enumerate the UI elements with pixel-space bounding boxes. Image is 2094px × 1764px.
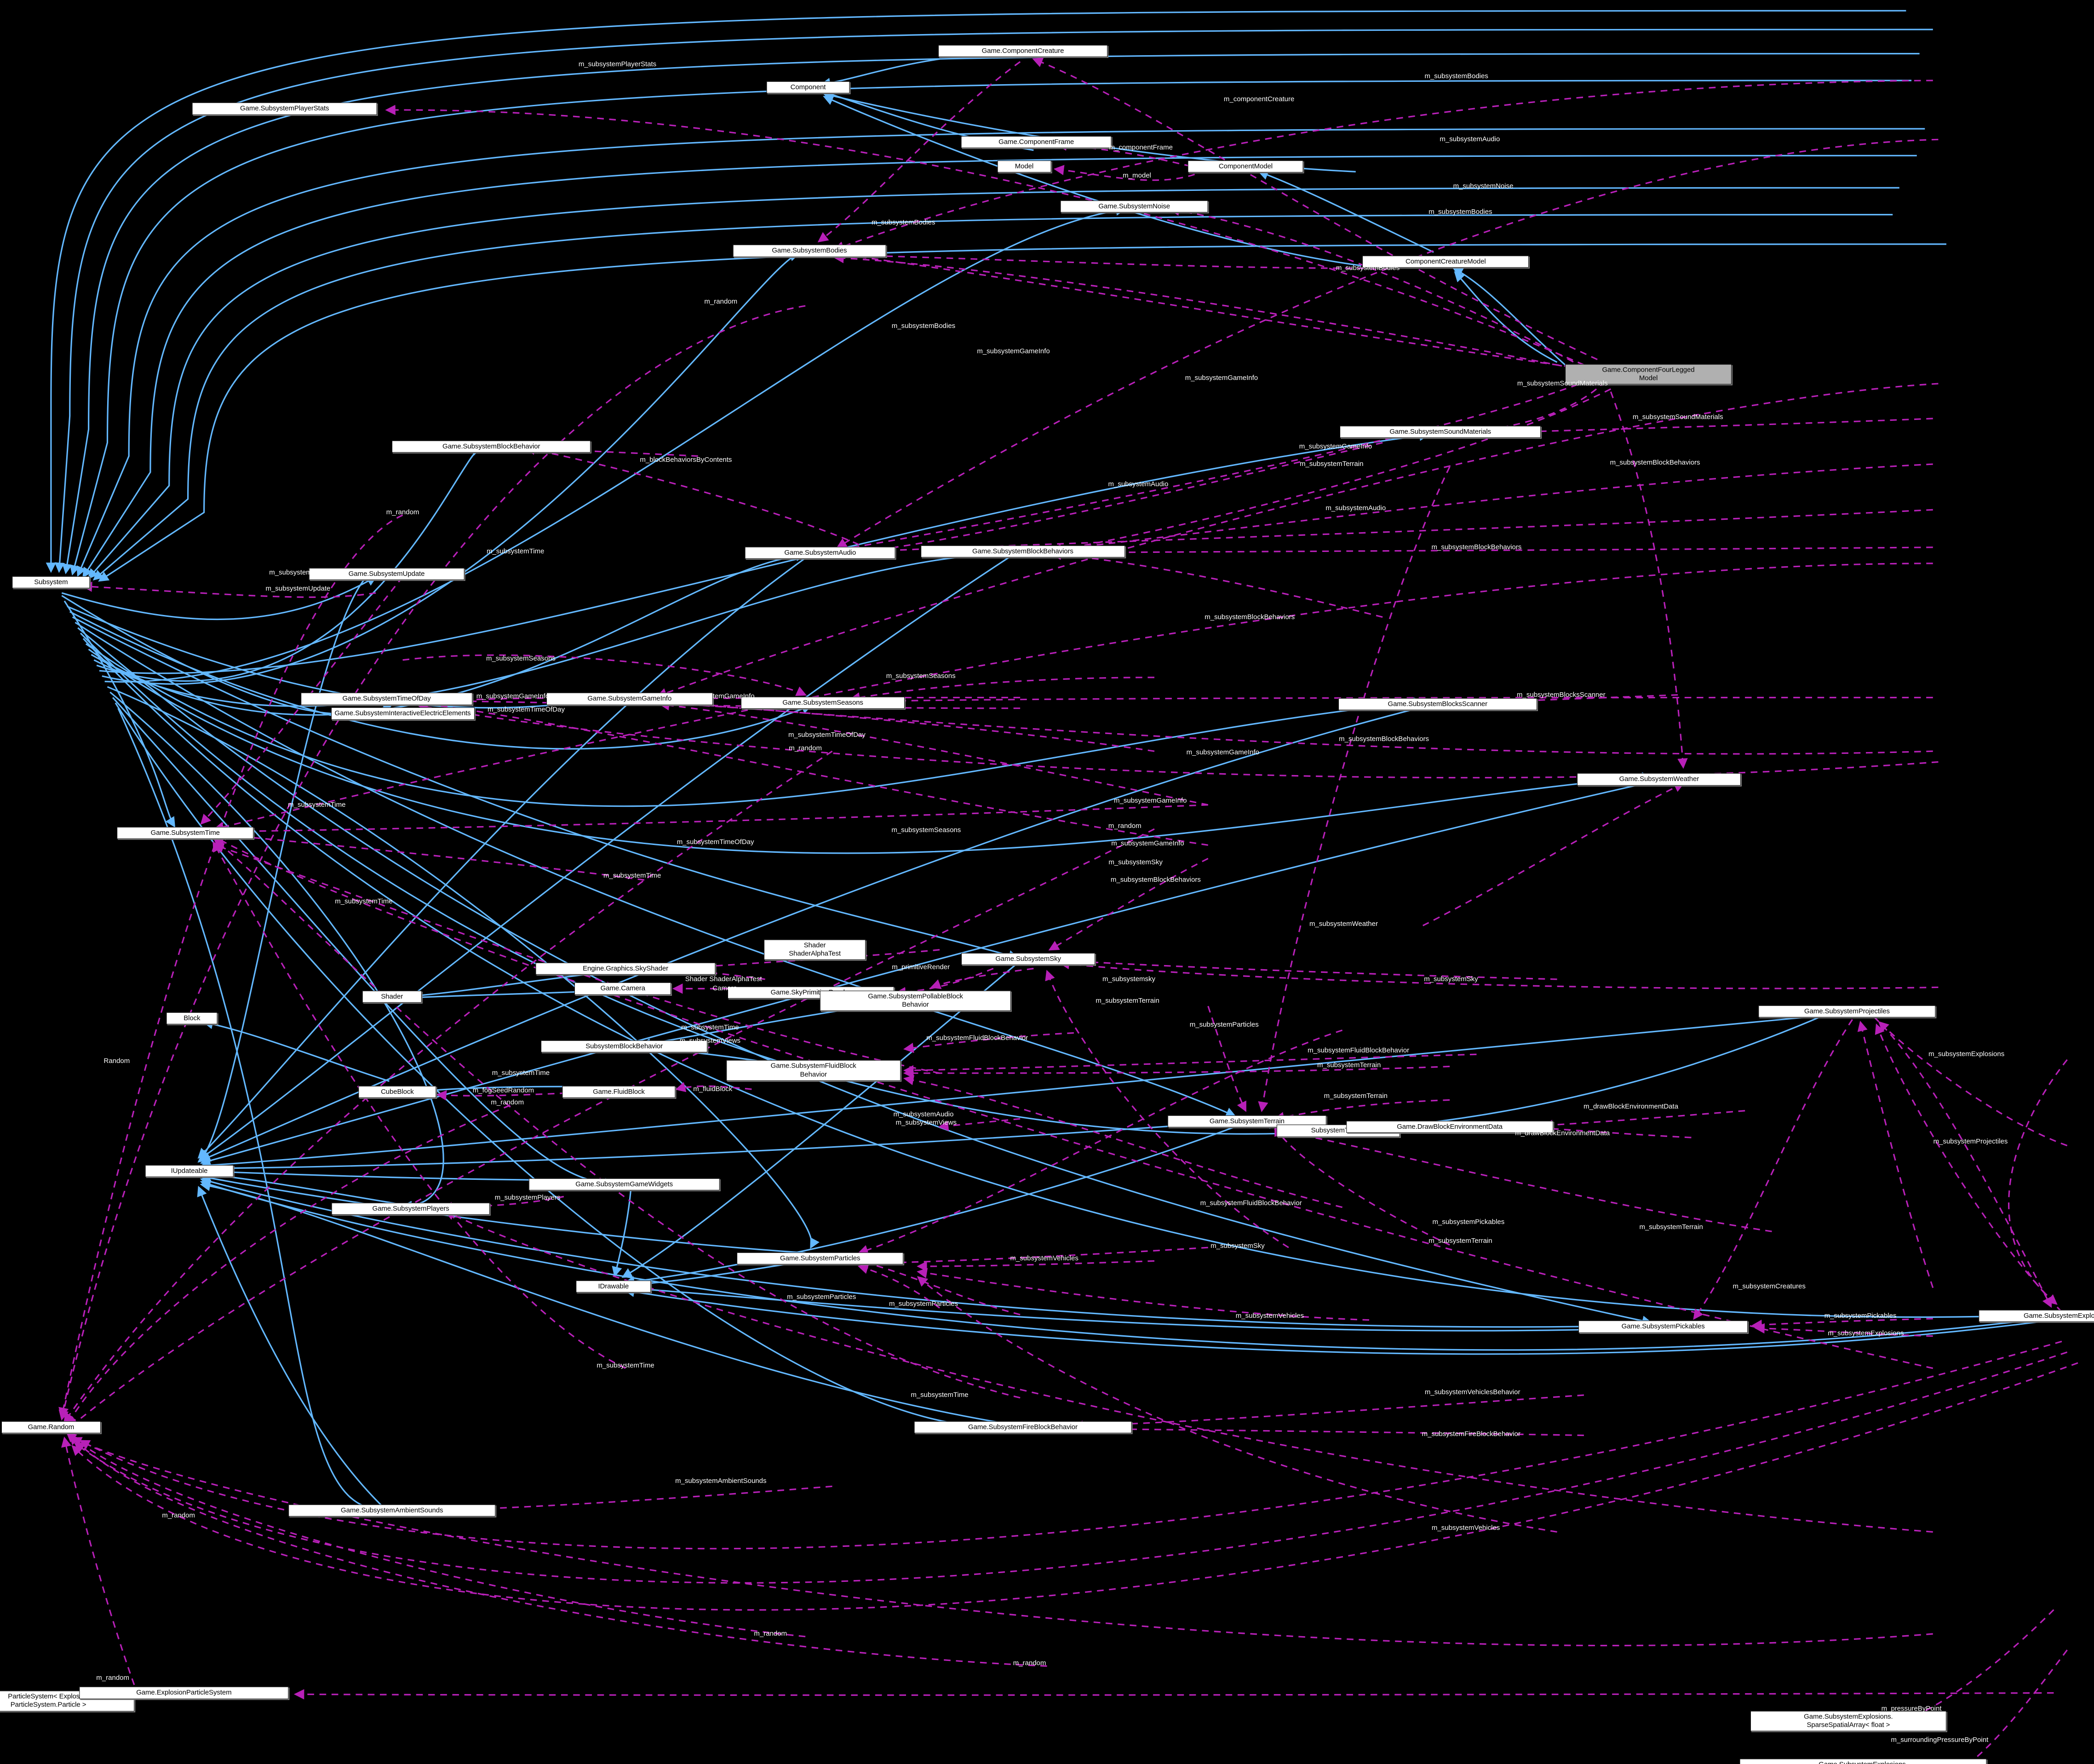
graph-node[interactable]: IDrawable xyxy=(576,1280,651,1293)
graph-node[interactable]: Game.SubsystemPickables xyxy=(1578,1321,1748,1333)
graph-node[interactable]: Subsystem xyxy=(12,576,90,588)
graph-node[interactable]: Game.SubsystemFluidBlock Behavior xyxy=(726,1060,901,1081)
graph-node[interactable]: Game.SubsystemBodies xyxy=(733,245,886,257)
graph-node[interactable]: Game.SubsystemSoundMaterials xyxy=(1339,425,1541,438)
graph-node[interactable]: Game.SubsystemTime xyxy=(116,827,254,839)
graph-node[interactable]: Model xyxy=(997,160,1051,172)
graph-node[interactable]: Game.SubsystemParticles xyxy=(737,1252,904,1264)
graph-node[interactable]: Game.DrawBlockEnvironmentData xyxy=(1346,1120,1553,1133)
graph-node[interactable]: Game.SubsystemSky xyxy=(961,953,1096,965)
graph-node[interactable]: Game.SubsystemAmbientSounds xyxy=(288,1504,495,1517)
graph-node[interactable]: Game.SubsystemExplosions. SparseSpatialA… xyxy=(1739,1758,1987,1764)
graph-node[interactable]: Game.SubsystemPlayerStats xyxy=(192,103,378,115)
graph-node[interactable]: Block xyxy=(166,1012,218,1024)
graph-node[interactable]: Shader ShaderAlphaTest xyxy=(763,939,866,960)
graph-node[interactable]: ComponentCreatureModel xyxy=(1362,255,1529,268)
graph-node[interactable]: Game.SubsystemTerrain xyxy=(1168,1115,1326,1128)
graph-node[interactable]: IUpdateable xyxy=(145,1165,234,1178)
graph-node[interactable]: Game.ExplosionParticleSystem xyxy=(79,1687,289,1699)
graph-node[interactable]: Shader xyxy=(362,990,422,1003)
graph-node[interactable]: Game.Random xyxy=(1,1421,101,1434)
graph-node[interactable]: Game.Camera xyxy=(574,983,671,995)
graph-node[interactable]: Game.SubsystemExplosions xyxy=(1979,1310,2094,1322)
graph-node[interactable]: Game.SubsystemFireBlockBehavior xyxy=(914,1421,1132,1434)
graph-node[interactable]: Game.SubsystemBlockBehavior xyxy=(392,440,591,453)
graph-node[interactable]: Game.SubsystemSeasons xyxy=(741,697,905,709)
graph-node[interactable]: Game.ComponentCreature xyxy=(938,45,1107,57)
graph-node[interactable]: SubsystemBlockBehavior xyxy=(541,1040,708,1052)
graph-node[interactable]: Game.SubsystemNoise xyxy=(1060,200,1208,213)
graph-node[interactable]: Engine.Graphics.SkyShader xyxy=(535,962,716,975)
graph-node[interactable]: Game.SubsystemAudio xyxy=(745,546,895,559)
graph-node[interactable]: Game.SubsystemBlockBehaviors xyxy=(921,545,1125,557)
graph-node[interactable]: Game.ComponentFourLegged Model xyxy=(1565,364,1732,385)
graph-node[interactable]: Component xyxy=(766,81,850,93)
graph-node[interactable]: Game.SubsystemGameWidgets xyxy=(528,1178,720,1191)
graph-node[interactable]: Game.FluidBlock xyxy=(562,1086,676,1098)
graph-node[interactable]: Game.SubsystemUpdate xyxy=(309,568,465,580)
graph-node[interactable]: CubeBlock xyxy=(358,1086,436,1098)
graph-node[interactable]: Game.SubsystemPlayers xyxy=(331,1202,490,1215)
graph-node[interactable]: Game.SubsystemGameInfo xyxy=(546,693,713,705)
graph-node[interactable]: Game.SubsystemExplosions. SparseSpatialA… xyxy=(1750,1711,1946,1731)
graph-node[interactable]: Game.SubsystemTimeOfDay xyxy=(300,693,473,705)
graph-node[interactable]: Game.SubsystemBlocksScanner xyxy=(1338,698,1537,711)
graph-node[interactable]: ComponentModel xyxy=(1188,160,1303,172)
graph-node[interactable]: Game.SubsystemProjectiles xyxy=(1758,1005,1936,1018)
graph-node[interactable]: Game.SubsystemPollableBlock Behavior xyxy=(820,990,1011,1011)
graph-node[interactable]: Game.ComponentFrame xyxy=(961,136,1112,149)
graph-node[interactable]: Game.SubsystemWeather xyxy=(1577,773,1741,786)
graph-node[interactable]: Game.SubsystemInteractiveElectricElement… xyxy=(331,707,475,720)
